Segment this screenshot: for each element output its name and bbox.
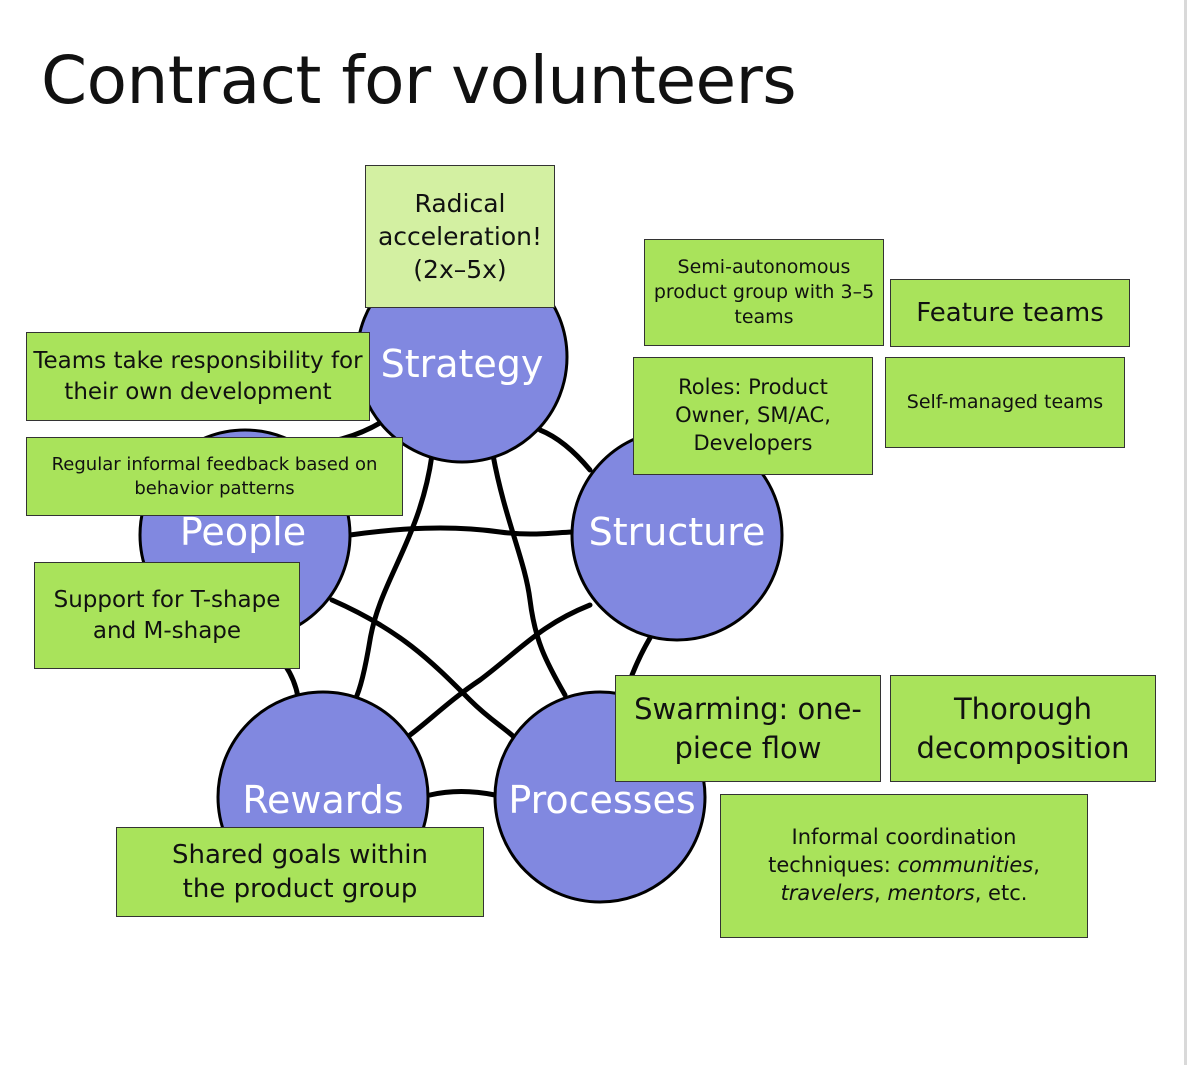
node-strategy-label: Strategy xyxy=(380,342,544,386)
edge-processes-rewards xyxy=(427,789,498,798)
edge-people-structure xyxy=(347,525,575,538)
edge-strategy-rewards xyxy=(352,452,435,703)
node-rewards-label: Rewards xyxy=(242,778,404,822)
edge-structure-rewards xyxy=(407,602,593,738)
edge-structure-processes xyxy=(629,635,653,678)
edge-strategy-processes xyxy=(490,452,568,698)
note-roles: Roles: Product Owner, SM/AC, Developers xyxy=(633,357,873,475)
note-thorough-decomposition: Thorough decomposition xyxy=(890,675,1156,782)
note-informal-coordination: Informal coordination techniques: commun… xyxy=(720,794,1088,938)
note-semi-autonomous: Semi-autonomous product group with 3–5 t… xyxy=(644,239,884,346)
page-title: Contract for volunteers xyxy=(41,42,797,119)
right-edge-divider xyxy=(1184,0,1187,1065)
note-regular-feedback: Regular informal feedback based on behav… xyxy=(26,437,403,516)
edge-rewards-people xyxy=(282,662,301,700)
edge-people-processes xyxy=(329,597,518,741)
note-radical-acceleration: Radical acceleration! (2x–5x) xyxy=(365,165,555,308)
note-feature-teams: Feature teams xyxy=(890,279,1130,347)
note-shared-goals: Shared goals within the product group xyxy=(116,827,484,917)
note-self-managed: Self-managed teams xyxy=(885,357,1125,448)
note-t-shape: Support for T-shape and M-shape xyxy=(34,562,300,669)
edge-strategy-structure xyxy=(537,427,593,473)
node-processes-label: Processes xyxy=(508,778,696,822)
node-people-label: People xyxy=(179,510,307,554)
note-swarming: Swarming: one-piece flow xyxy=(615,675,881,782)
note-teams-responsibility: Teams take responsibility for their own … xyxy=(26,332,370,421)
node-structure-label: Structure xyxy=(588,510,766,554)
